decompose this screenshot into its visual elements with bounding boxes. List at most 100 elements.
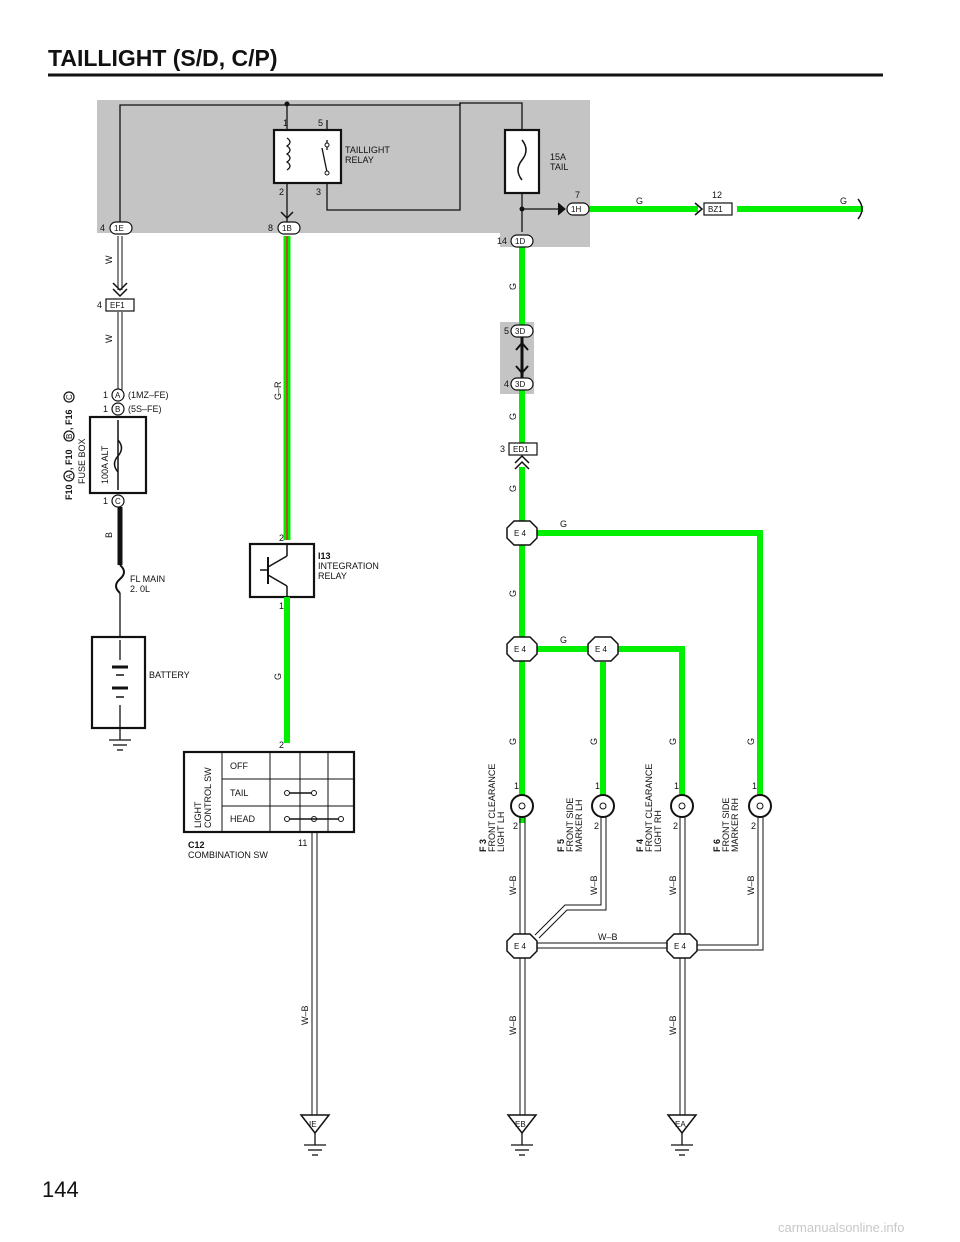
- svg-text:E 4: E 4: [514, 942, 527, 951]
- svg-text:14: 14: [497, 236, 507, 246]
- svg-text:2: 2: [279, 187, 284, 197]
- svg-text:C: C: [65, 394, 74, 400]
- fuse-icon: [517, 139, 527, 181]
- ground-ea: EA: [666, 1114, 698, 1156]
- junction-e4-2: E 4: [506, 636, 538, 662]
- svg-text:G: G: [840, 196, 847, 206]
- svg-text:F 6: F 6: [712, 839, 722, 852]
- wire-g-r: G–R: [273, 211, 294, 540]
- svg-text:A: A: [115, 391, 121, 400]
- svg-text:11: 11: [298, 838, 307, 848]
- wire-g-integration: G 2: [273, 597, 290, 750]
- svg-text:G: G: [746, 738, 756, 745]
- combination-switch: OFF TAIL HEAD LIGHT CONTROL SW C12 COMBI…: [182, 750, 356, 860]
- junction-e4-ground-right: E 4: [666, 933, 698, 959]
- svg-text:15A: 15A: [550, 152, 566, 162]
- svg-text:W–B: W–B: [589, 875, 599, 895]
- light-f5: 1 2 F 5 FRONT SIDE MARKER LH: [556, 781, 615, 852]
- svg-text:G: G: [560, 519, 567, 529]
- connector-bz1: BZ1 12: [703, 190, 733, 216]
- svg-text:W: W: [104, 334, 114, 343]
- svg-text:2. 0L: 2. 0L: [130, 584, 150, 594]
- relay-label: TAILLIGHT: [345, 145, 390, 155]
- svg-text:FL MAIN: FL MAIN: [130, 574, 165, 584]
- svg-text:(5S–FE): (5S–FE): [128, 404, 162, 414]
- bulb-icon: [510, 794, 534, 818]
- page-number: 144: [42, 1177, 79, 1202]
- svg-text:TAIL: TAIL: [230, 788, 248, 798]
- taillight-relay: 1 5 2 3 TAILLIGHT RELAY: [272, 118, 390, 197]
- svg-text:1D: 1D: [515, 237, 525, 246]
- svg-text:G: G: [508, 413, 518, 420]
- svg-text:4: 4: [100, 223, 105, 233]
- svg-text:1: 1: [103, 404, 108, 414]
- connector-1d: 1D 14: [497, 234, 534, 248]
- svg-text:EA: EA: [675, 1120, 686, 1129]
- relay-coil-icon: [285, 137, 291, 171]
- svg-text:B: B: [104, 532, 114, 538]
- svg-text:3D: 3D: [515, 327, 525, 336]
- watermark: carmanualsonline.info: [778, 1220, 904, 1235]
- relay-block-wiring: [119, 101, 565, 232]
- wire-wb-ie: W–B: [300, 832, 318, 1115]
- svg-text:1H: 1H: [571, 205, 581, 214]
- svg-text:1: 1: [103, 496, 108, 506]
- svg-text:FRONT CLEARANCE: FRONT CLEARANCE: [487, 764, 497, 852]
- svg-text:HEAD: HEAD: [230, 814, 256, 824]
- light-f6: 1 2 F 6 FRONT SIDE MARKER RH: [712, 781, 772, 852]
- svg-text:1: 1: [595, 781, 600, 791]
- svg-text:3D: 3D: [515, 380, 525, 389]
- svg-text:2: 2: [279, 533, 284, 543]
- connector-ef1: EF1 4: [97, 298, 135, 312]
- fl-main-fuse-icon: [115, 564, 125, 594]
- svg-text:B: B: [65, 434, 74, 439]
- svg-text:1: 1: [283, 118, 288, 128]
- svg-text:100A ALT: 100A ALT: [100, 445, 110, 484]
- svg-text:G: G: [636, 196, 643, 206]
- svg-text:5: 5: [504, 326, 509, 336]
- svg-text:G–R: G–R: [273, 381, 283, 400]
- svg-text:7: 7: [575, 190, 580, 200]
- svg-text:MARKER RH: MARKER RH: [730, 798, 740, 852]
- svg-text:12: 12: [712, 190, 722, 200]
- svg-text:1: 1: [279, 601, 284, 611]
- relay-contact-icon: [321, 147, 328, 173]
- svg-text:E 4: E 4: [595, 645, 608, 654]
- svg-text:W–B: W–B: [668, 1015, 678, 1035]
- svg-text:2: 2: [751, 821, 756, 831]
- svg-text:(1MZ–FE): (1MZ–FE): [128, 390, 169, 400]
- svg-text:G: G: [508, 283, 518, 290]
- svg-text:W–B: W–B: [668, 875, 678, 895]
- svg-text:ED1: ED1: [513, 445, 529, 454]
- svg-text:W–B: W–B: [508, 1015, 518, 1035]
- svg-text:COMBINATION SW: COMBINATION SW: [188, 850, 268, 860]
- bulb-icon: [591, 794, 615, 818]
- svg-text:I13: I13: [318, 551, 331, 561]
- svg-text:MARKER LH: MARKER LH: [574, 799, 584, 852]
- svg-text:G: G: [273, 673, 283, 680]
- svg-text:IE: IE: [309, 1120, 317, 1129]
- svg-text:C12: C12: [188, 840, 205, 850]
- svg-text:FRONT CLEARANCE: FRONT CLEARANCE: [644, 764, 654, 852]
- ground-ie: IE: [299, 1114, 331, 1156]
- integration-relay: 2 1 I13 INTEGRATION RELAY: [248, 533, 379, 611]
- svg-text:TAIL: TAIL: [550, 162, 568, 172]
- svg-text:1: 1: [752, 781, 757, 791]
- svg-text:F 3: F 3: [478, 839, 488, 852]
- bulb-icon: [748, 794, 772, 818]
- svg-text:W: W: [104, 255, 114, 264]
- bulb-icon: [670, 794, 694, 818]
- svg-text:4: 4: [504, 379, 509, 389]
- svg-text:C: C: [115, 497, 121, 506]
- svg-text:G: G: [508, 738, 518, 745]
- svg-text:8: 8: [268, 223, 273, 233]
- wire-w-left: W W: [104, 236, 128, 390]
- svg-text:W–B: W–B: [598, 932, 618, 942]
- svg-text:5: 5: [318, 118, 323, 128]
- svg-text:LIGHT LH: LIGHT LH: [496, 812, 506, 852]
- wire-wb-grounds: W–B W–B W–B W–B W–B W–B W–B: [508, 817, 764, 1115]
- svg-text:W–B: W–B: [508, 875, 518, 895]
- svg-text:LIGHT: LIGHT: [193, 801, 203, 828]
- svg-text:G: G: [668, 738, 678, 745]
